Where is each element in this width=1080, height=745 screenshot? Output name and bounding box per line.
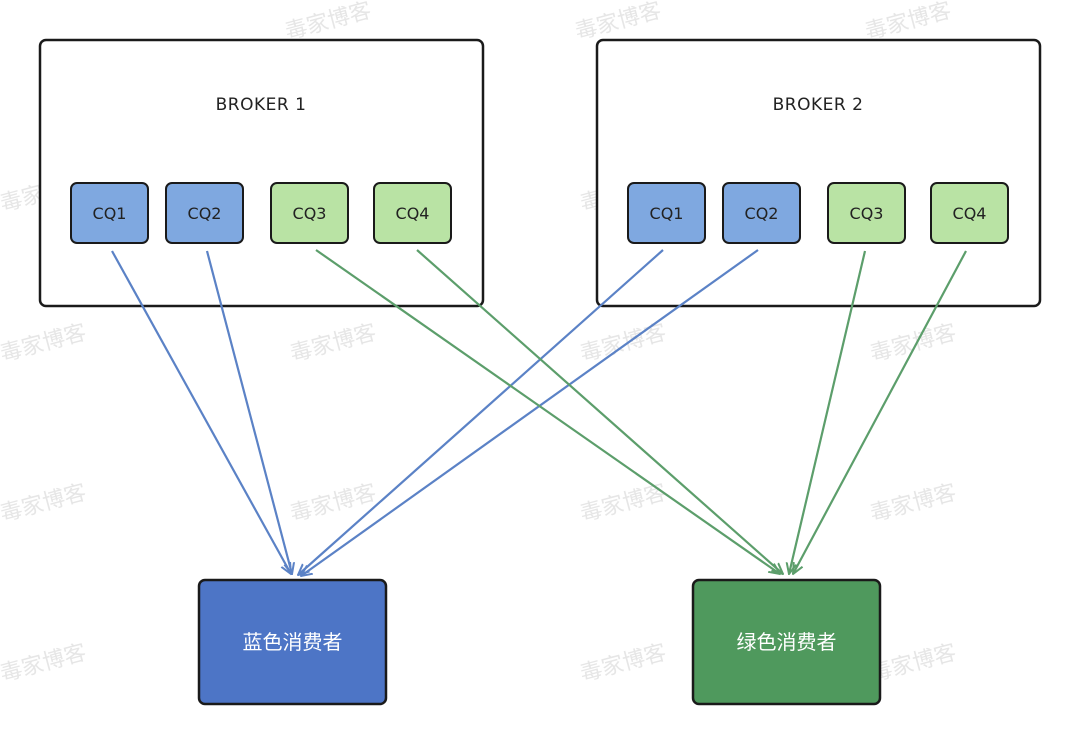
broker-2-title: BROKER 2 (773, 95, 864, 115)
arrow-b2-cq4-to-green-consumer (793, 250, 967, 574)
blue-consumer-label: 蓝色消费者 (243, 630, 343, 654)
broker-2-queue-cq3-label: CQ3 (850, 204, 884, 223)
blue-consumer-box (197, 578, 388, 706)
arrow-b1-cq3-to-green-consumer (315, 249, 780, 574)
broker-2-queue-cq4 (930, 182, 1009, 244)
watermark-text: 毒家博客 (868, 480, 959, 527)
broker-1-box (38, 38, 485, 308)
broker-2-queue-cq3 (827, 182, 906, 244)
broker-1-queue-cq1 (70, 182, 149, 244)
watermark-text: 毒家博客 (0, 320, 89, 367)
watermark-text: 毒家博客 (288, 480, 379, 527)
watermark-text: 毒家博客 (573, 0, 664, 45)
broker-1-title: BROKER 1 (216, 95, 307, 115)
broker-2-queue-cq4-label: CQ4 (953, 204, 987, 223)
broker-2-queue-cq1-label: CQ1 (650, 204, 684, 223)
broker-1-queue-cq2-label: CQ2 (188, 204, 222, 223)
watermark-text: 毒家博客 (868, 640, 959, 687)
arrow-b2-cq2-to-blue-consumer (301, 249, 759, 576)
arrow-b1-cq1-to-blue-consumer (111, 250, 291, 574)
watermark-text: 毒家博客 (288, 320, 379, 367)
broker-2-queue-cq2-label: CQ2 (745, 204, 779, 223)
broker-1-queue-cq2 (165, 182, 244, 244)
arrow-b1-cq4-to-green-consumer (416, 249, 783, 574)
watermark-text: 毒家博客 (578, 320, 669, 367)
green-consumer-box (691, 578, 882, 706)
broker-1-queue-cq1-label: CQ1 (93, 204, 127, 223)
broker-1-queue-cq3 (270, 182, 349, 244)
watermark-text: 毒家博客 (868, 320, 959, 367)
arrow-b2-cq1-to-blue-consumer (298, 249, 664, 575)
broker-1-queue-cq4 (373, 182, 452, 244)
watermark-text: 毒家博客 (863, 0, 954, 45)
watermark-text: 毒家博客 (0, 640, 89, 687)
broker-2-queue-cq1 (627, 182, 706, 244)
watermark-text: 毒家博客 (578, 640, 669, 687)
broker-1-queue-cq3-label: CQ3 (293, 204, 327, 223)
broker-2-queue-cq2 (722, 182, 801, 244)
broker-1-queue-cq4-label: CQ4 (396, 204, 430, 223)
green-consumer-label: 绿色消费者 (737, 630, 837, 654)
arrow-b1-cq2-to-blue-consumer (205, 250, 292, 574)
watermark-text: 毒家博客 (0, 480, 89, 527)
arrow-b2-cq3-to-green-consumer (789, 250, 867, 574)
broker-2-box (595, 38, 1042, 308)
watermark-text: 毒家博客 (283, 0, 374, 45)
